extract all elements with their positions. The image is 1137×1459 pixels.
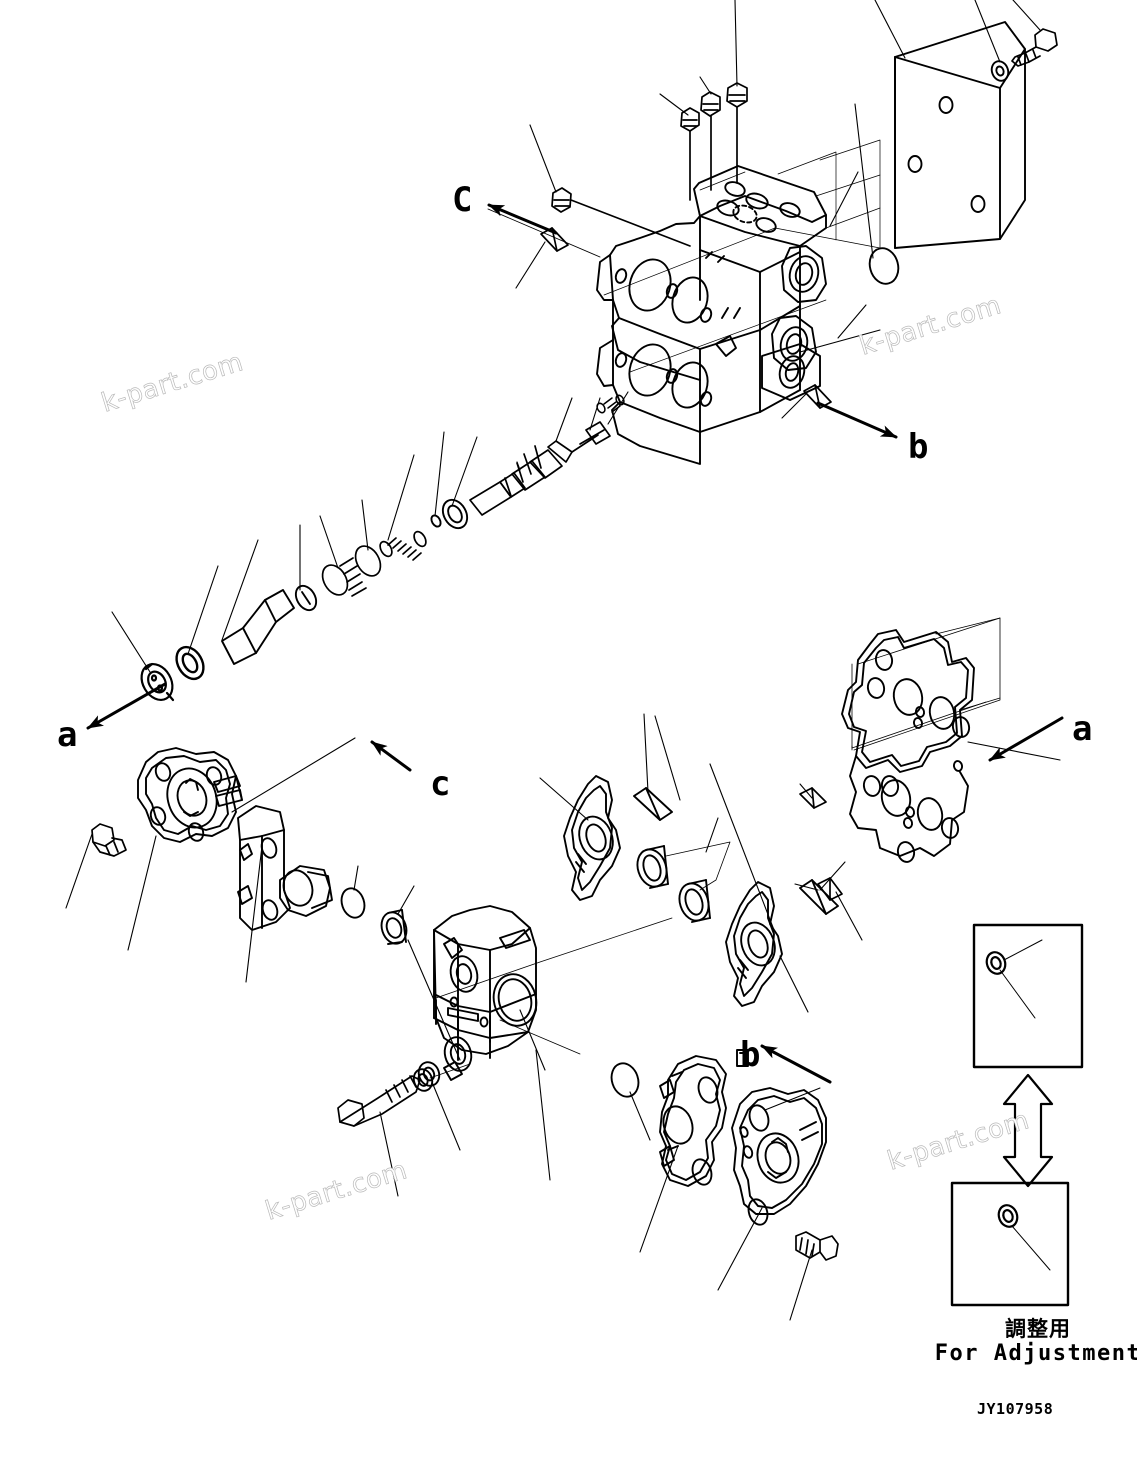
pivot-pin-2 — [799, 879, 839, 915]
bracket-shaft — [237, 805, 333, 931]
washer-spool — [294, 584, 318, 612]
callout-letter-b-lower: b — [740, 1035, 761, 1075]
cam-plate-right-bolt — [795, 1231, 839, 1261]
o-ring-center — [610, 1062, 640, 1098]
o-ring-spool — [175, 645, 205, 681]
top-cover-plate — [894, 21, 1026, 249]
valve-body-housing — [596, 165, 827, 465]
callout-letter-c-lower: c — [430, 764, 451, 804]
adjustment-box-lower — [950, 1181, 1070, 1307]
dowel-pin-b — [803, 384, 832, 409]
pilot-valve-assembly — [469, 421, 611, 516]
callout-letter-a-right: a — [1072, 709, 1093, 749]
cover-washer — [990, 60, 1010, 82]
leader-lines-spool-chain — [111, 391, 629, 673]
outer-spring — [321, 545, 382, 597]
adjustment-washer-lower — [997, 1204, 1019, 1228]
seat-ring — [441, 498, 469, 530]
cam-plate-bolt — [91, 823, 127, 857]
callout-letter-a-left: a — [57, 715, 78, 755]
adjustment-note-japanese: 調整用 — [1005, 1317, 1071, 1341]
steel-ball — [430, 514, 442, 528]
adjustment-note-english: For Adjustment — [934, 1340, 1137, 1366]
retainer-pin-small — [736, 1049, 749, 1067]
spool — [221, 589, 295, 665]
cam-lever-2 — [725, 881, 783, 1007]
pivot-pin-1 — [633, 787, 673, 821]
housing-bolt — [337, 1075, 421, 1127]
leader-lines-top-right — [874, 0, 1041, 63]
gasket-construction — [851, 617, 1001, 751]
bushing-3 — [678, 879, 711, 923]
cover-bolt — [1011, 28, 1058, 67]
bushing-2 — [636, 845, 669, 889]
cam-plate-right — [731, 1087, 827, 1226]
inner-spring — [379, 530, 427, 561]
top-small-springs — [596, 394, 625, 414]
callout-letter-c-upper: C — [452, 180, 473, 220]
adjustment-washer-upper — [985, 951, 1007, 975]
o-ring-small-1 — [340, 887, 366, 919]
housing-block — [412, 905, 538, 1092]
drawing-number: JY107958 — [977, 1400, 1054, 1418]
plug-screw-1 — [680, 107, 700, 201]
plug-screw-lateral — [551, 187, 691, 247]
adjustment-note: 調整用 For Adjustment — [934, 1317, 1137, 1366]
cam-plate-left — [137, 747, 243, 843]
retainer-bracket — [659, 1055, 727, 1187]
dowel-pin-gasket — [799, 787, 827, 809]
adjustment-box-upper — [972, 923, 1084, 1069]
o-ring-upper — [868, 247, 900, 285]
construction-lines — [603, 139, 881, 373]
bushing-1 — [380, 909, 408, 945]
adjustment-double-arrow — [1002, 1073, 1054, 1188]
callout-letter-b-upper: b — [908, 427, 929, 467]
leader-lines-top-plugs — [529, 0, 881, 353]
cam-lever-1 — [563, 775, 621, 901]
gasket-plate — [841, 629, 975, 863]
